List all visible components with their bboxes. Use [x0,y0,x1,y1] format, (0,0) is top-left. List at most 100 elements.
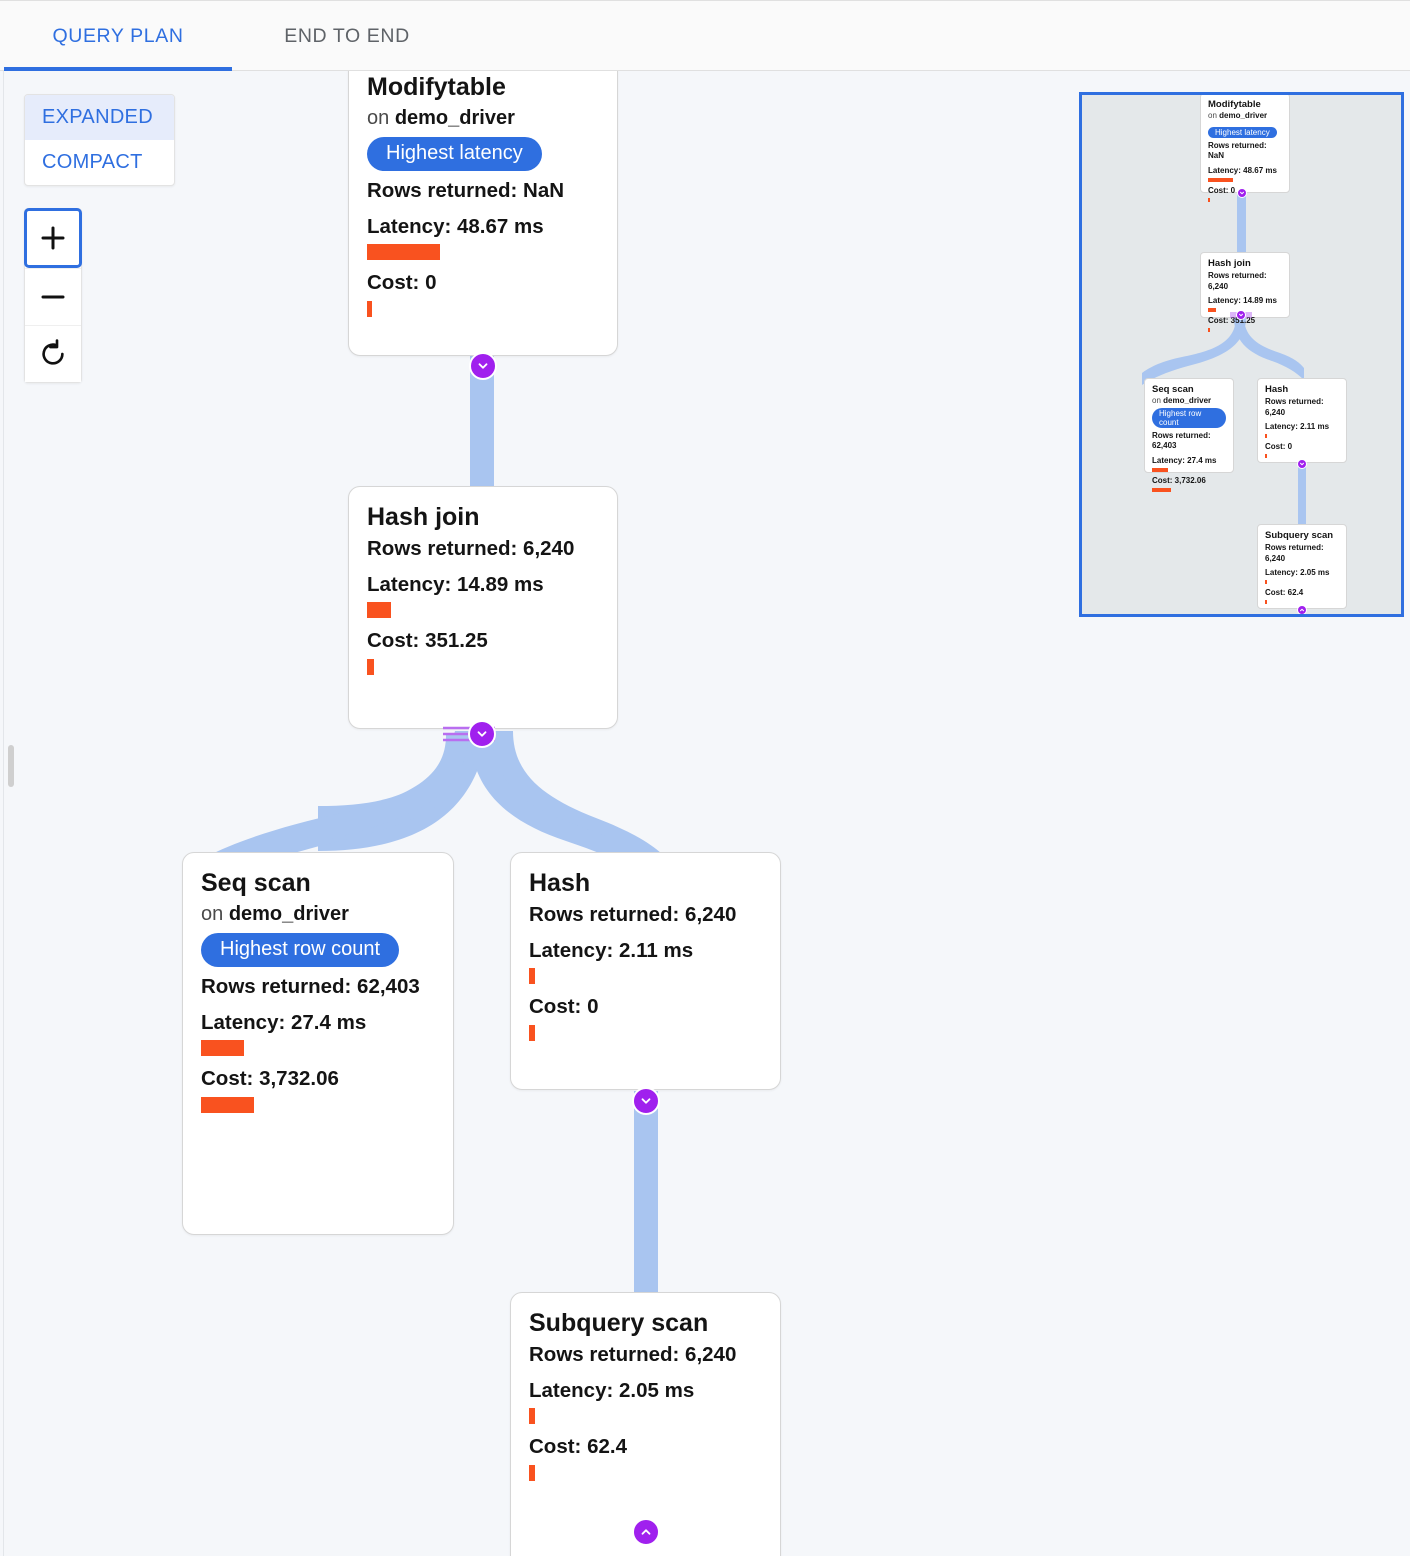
node-latency: Latency: 2.05 ms [529,1378,695,1402]
minimap-badge-highest-latency: Highest latency [1208,126,1277,138]
node-cost: Cost: 0 [367,271,437,295]
zoom-in-button[interactable] [24,208,82,268]
minimap-node-relation: on demo_driver [1208,111,1282,122]
minimap-cost: Cost: 351.25 [1208,316,1256,326]
panel-resize-handle[interactable] [8,745,14,787]
view-mode-toggle[interactable]: EXPANDED COMPACT [24,94,175,186]
minimap-rows: Rows returned: 6,240 [1265,542,1324,563]
node-title: Hash [529,869,591,897]
cost-bar [367,300,372,317]
latency-bar [367,244,440,261]
plan-canvas[interactable]: Modifytable on demo_driver Highest laten… [0,71,1410,1556]
minimap-cost: Cost: 3,732.06 [1152,476,1206,486]
node-cost: Cost: 351.25 [367,629,488,653]
node-relation-name: demo_driver [394,107,515,129]
chevron-down-icon [1240,191,1244,195]
minimap-cost-bar [1208,197,1210,202]
minimap-collapse-handle-hash-join[interactable] [1236,310,1246,320]
minimap-badge-highest-row-count: Highest row count [1152,407,1226,428]
tab-bar: QUERY PLAN END TO END [0,0,1410,71]
latency-bar [529,1408,535,1425]
reset-icon [42,339,64,365]
node-rows-returned: Rows returned: 62,403 [201,975,420,998]
chevron-down-icon [478,363,488,369]
latency-bar [367,602,391,619]
minimap-cost-bar [1208,328,1210,333]
latency-bar [201,1040,244,1057]
node-rows-returned: Rows returned: 6,240 [529,903,737,926]
minimap[interactable]: Modifytable on demo_driver Highest laten… [1079,92,1404,617]
minimap-latency: Latency: 48.67 ms [1208,166,1277,176]
minimap-latency-bar [1265,434,1267,439]
collapse-handle-modifytable[interactable] [469,352,497,380]
node-badge-highest-row-count[interactable]: Highest row count [201,933,400,967]
plan-node-modifytable[interactable]: Modifytable on demo_driver Highest laten… [348,71,618,356]
chevron-down-icon [641,1098,651,1104]
node-title: Seq scan [201,869,311,897]
minimap-node-title: Hash [1265,384,1289,395]
minimap-cost-bar [1152,487,1171,492]
plan-node-hash[interactable]: Hash Rows returned: 6,240 Latency: 2.11 … [510,852,781,1090]
node-badge-highest-latency[interactable]: Highest latency [367,137,542,171]
collapse-handle-hash-join[interactable] [468,720,496,748]
minimap-on-prefix: on [1208,110,1217,120]
minimap-latency-bar [1208,178,1233,183]
minimap-latency-bar [1208,308,1216,313]
minimap-cost: Cost: 62.4 [1265,588,1304,598]
minus-icon [41,295,65,299]
minimap-node-relation: on demo_driver [1152,396,1226,407]
node-cost: Cost: 62.4 [529,1435,627,1459]
minimap-collapse-handle-subquery-scan[interactable] [1297,605,1307,614]
tab-end-to-end-label: END TO END [284,24,410,47]
zoom-out-button[interactable] [25,268,81,325]
plan-node-subquery-scan[interactable]: Subquery scan Rows returned: 6,240 Laten… [510,1292,781,1556]
node-rows-returned: Rows returned: 6,240 [529,1343,737,1366]
minimap-rows: Rows returned: 6,240 [1265,396,1324,417]
view-mode-compact[interactable]: COMPACT [42,151,143,173]
minimap-node-subquery-scan[interactable]: Subquery scan Rows returned: 6,240 Laten… [1257,524,1347,609]
cost-bar [529,1024,535,1041]
minimap-latency-bar [1265,580,1267,585]
minimap-latency: Latency: 14.89 ms [1208,296,1277,306]
reset-view-button[interactable] [25,325,81,382]
plus-icon [41,226,65,250]
minimap-node-modifytable[interactable]: Modifytable on demo_driver Highest laten… [1200,95,1290,202]
chevron-down-icon [477,731,487,737]
node-title: Hash join [367,503,480,531]
view-mode-expanded[interactable]: EXPANDED [25,95,174,140]
node-rows-returned: Rows returned: 6,240 [367,537,575,560]
tab-query-plan[interactable]: QUERY PLAN [4,1,232,71]
minimap-node-seq-scan[interactable]: Seq scan on demo_driver Highest row coun… [1144,378,1234,492]
minimap-node-title: Modifytable [1208,99,1261,110]
cost-bar [529,1464,535,1481]
minimap-cost: Cost: 0 [1265,442,1293,452]
minimap-rows: Rows returned: NaN [1208,140,1267,161]
minimap-node-hash-join[interactable]: Hash join Rows returned: 6,240 Latency: … [1200,252,1290,333]
tab-end-to-end[interactable]: END TO END [232,1,462,71]
minimap-latency: Latency: 2.05 ms [1265,568,1330,578]
chevron-up-icon [1300,608,1304,612]
minimap-node-title: Hash join [1208,258,1251,269]
collapse-handle-hash[interactable] [632,1087,660,1115]
node-relation: on demo_driver [367,106,599,130]
minimap-collapse-handle-hash[interactable] [1297,459,1307,469]
minimap-relation-name: demo_driver [1219,110,1268,120]
minimap-latency: Latency: 2.11 ms [1265,422,1330,432]
node-latency: Latency: 27.4 ms [201,1010,367,1034]
plan-node-hash-join[interactable]: Hash join Rows returned: 6,240 Latency: … [348,486,618,729]
node-latency: Latency: 2.11 ms [529,938,694,962]
collapse-handle-subquery-scan[interactable] [632,1518,660,1546]
node-title: Modifytable [367,73,506,101]
node-relation: on demo_driver [201,902,435,926]
chevron-down-icon [1239,313,1243,317]
minimap-node-hash[interactable]: Hash Rows returned: 6,240 Latency: 2.11 … [1257,378,1347,463]
minimap-node-title: Seq scan [1152,384,1194,395]
node-title: Subquery scan [529,1309,709,1337]
chevron-down-icon [1300,462,1304,466]
minimap-collapse-handle-modifytable[interactable] [1237,188,1247,198]
node-on-prefix: on [201,903,224,925]
plan-node-seq-scan[interactable]: Seq scan on demo_driver Highest row coun… [182,852,454,1235]
node-rows-returned: Rows returned: NaN [367,179,565,202]
node-on-prefix: on [367,107,390,129]
